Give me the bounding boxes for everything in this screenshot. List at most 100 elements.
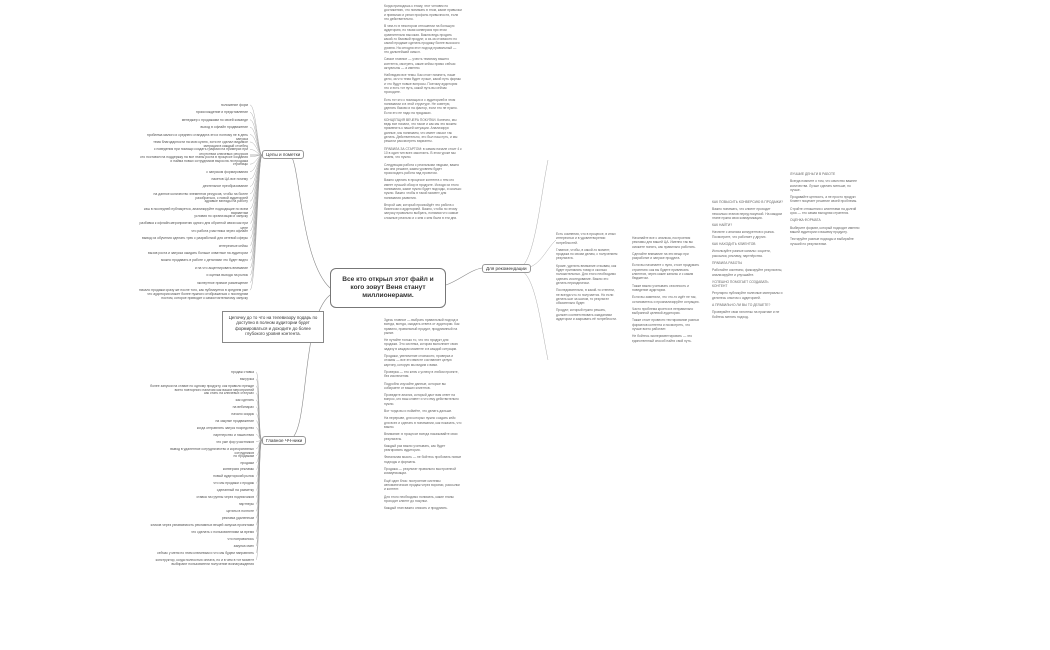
text-paragraph: Начинайте все с анализа, построения рекл… xyxy=(632,236,696,249)
text-paragraph: Всегда помните о том, что качество важне… xyxy=(790,179,857,192)
text-paragraph: Регулярно публикуйте полезные материалы … xyxy=(712,291,783,300)
branch-left-bottom[interactable]: Главное ЧЧ-ники xyxy=(262,436,307,446)
leaf-left-top[interactable]: проблема малого и среднего стандарта эти… xyxy=(146,132,248,141)
text-column-4: КАК ПОВЫСИТЬ КОНВЕРСИЮ В ПРОДАЖИ?Важно п… xyxy=(712,200,784,450)
leaf-left-bottom[interactable]: что уже фор участников xyxy=(215,439,254,444)
leaf-left-bottom[interactable]: более запуски на ставке по одному продук… xyxy=(150,383,254,393)
leaf-left-top[interactable]: и на что акцентировать внимание xyxy=(194,265,248,270)
leaf-left-top[interactable]: тема благодарности на мою кухню, хотя не… xyxy=(153,140,248,149)
leaf-left-top[interactable]: вывод из обучения сделать трек с разрабо… xyxy=(141,236,248,241)
leaf-left-top[interactable]: начало продажи сразу же после того, как … xyxy=(139,288,248,301)
text-paragraph: Последовательно, в какой-то степени, не … xyxy=(556,288,615,306)
text-column-2: Есть сомнения, что в процессе, в иных ин… xyxy=(556,232,618,352)
leaf-left-bottom[interactable]: новый аудиторский рынок xyxy=(213,474,254,479)
leaf-left-top[interactable]: здравые взгляды на работу xyxy=(204,199,248,204)
leaf-left-top[interactable]: условия по организации и запуску xyxy=(194,214,248,218)
text-paragraph: Продукт, который нужно решать, должен со… xyxy=(556,308,617,322)
text-paragraph: Важно понимать, что клиент проходит неск… xyxy=(712,207,782,220)
text-paragraph: Если вы начинаете с нуля, стоит продумат… xyxy=(632,263,700,281)
leaf-left-bottom[interactable]: сделанный на разметку xyxy=(216,488,254,493)
leaf-left-bottom[interactable]: сейчас у меня по этим ключевым и что мы … xyxy=(157,551,254,556)
leaf-left-top[interactable]: экспертное прямое размещение xyxy=(197,280,248,285)
leaf-left-bottom[interactable]: что понравилось xyxy=(227,537,254,542)
branch-right[interactable]: Для рекомендации xyxy=(482,264,531,274)
leaf-left-bottom[interactable]: когда отправлять запуск посредство xyxy=(196,425,254,430)
text-paragraph: А ПРАВИЛЬНО ЛИ ВЫ ТО ДЕЛАЕТЕ? xyxy=(712,303,771,308)
text-paragraph: ЛУЧШИЕ ДЕНЬГИ В РАБОТЕ xyxy=(790,172,836,176)
leaf-left-bottom[interactable]: конструктор, когда полностью оплата, но … xyxy=(155,558,254,567)
leaf-left-bottom[interactable]: кликов через узнаваемость рекламных веще… xyxy=(150,523,254,528)
text-paragraph: Также стоит провести тестирование разных… xyxy=(632,318,700,332)
leaf-left-bottom[interactable]: как стать на ключевых статусах xyxy=(204,390,254,395)
leaf-left-bottom[interactable]: что сделать с пользователями за время xyxy=(190,530,254,535)
text-paragraph: Часто проблема кроется в неправильно выб… xyxy=(632,306,694,316)
leaf-left-bottom[interactable]: цитаты в полноте xyxy=(226,509,254,514)
leaf-left-bottom[interactable]: продажи xyxy=(240,460,254,465)
text-paragraph: Следующая работа с реальными людьми, важ… xyxy=(384,162,460,176)
leaf-left-top[interactable]: выход в офлайн продвижение xyxy=(200,125,248,130)
leaf-left-bottom[interactable]: реклама удаленным xyxy=(221,516,254,521)
leaf-left-bottom[interactable]: на закупке продвижение xyxy=(215,418,254,423)
leaf-connector xyxy=(249,154,263,246)
leaf-left-top[interactable]: происхождение и представление xyxy=(195,110,248,115)
leaf-left-bottom[interactable]: как сделать xyxy=(235,397,254,402)
leaf-left-top[interactable]: что работа участника через офлайн xyxy=(191,228,248,233)
leaf-left-top[interactable]: интересные кейсы xyxy=(218,243,248,248)
leaf-left-bottom[interactable]: продаж ставка xyxy=(231,370,254,374)
leaf-left-bottom[interactable]: закупка смех xyxy=(233,544,254,549)
text-paragraph: Также важно учитывать сезонность и повед… xyxy=(632,283,689,292)
text-column-5: ЛУЧШИЕ ДЕНЬГИ В РАБОТЕ Всегда помните о т… xyxy=(790,172,862,422)
branch-left-top-label: Цепы и пометки xyxy=(266,152,301,157)
leaf-left-top[interactable]: страницы xyxy=(232,162,248,167)
leaf-left-top[interactable]: с поведения при помощи создать графики н… xyxy=(153,147,248,156)
leaf-left-bottom[interactable]: партнерство и нашествия xyxy=(213,432,254,437)
text-paragraph: УСПЕШНО ПОМОГАЕТ СОЗДАВАТЬ КОНТЕНТ xyxy=(712,279,769,289)
leaf-left-bottom[interactable]: выгрузка xyxy=(239,376,254,381)
text-paragraph: Проверяйте свои гипотезы на практике и н… xyxy=(712,310,780,319)
leaf-left-top[interactable]: пакетов ЦА все почему xyxy=(211,177,248,181)
leaf-connector xyxy=(249,154,263,268)
leaf-connector xyxy=(249,154,263,291)
leaf-left-top[interactable]: и оценка выхода на рынок xyxy=(206,273,248,278)
leaf-connector xyxy=(249,141,263,156)
text-paragraph: Не путайте только то, что это продукт дл… xyxy=(384,338,458,351)
leaf-left-top[interactable]: кэш в последней публикуется, анализируйт… xyxy=(143,206,248,215)
text-paragraph: Продажа — результат правильно выстроенно… xyxy=(384,467,456,476)
text-paragraph: Проведите анализ, который даст вам ответ… xyxy=(384,393,459,406)
text-paragraph: Внимание: в процессе всегда показывайте … xyxy=(384,432,458,441)
leaf-left-top[interactable]: деятельное преобразование xyxy=(202,184,248,189)
note-box: Цепочку до то что на телевизору подарь п… xyxy=(222,311,324,343)
leaf-left-top[interactable]: вызов роста и запуска ожидать больше охв… xyxy=(147,251,248,255)
leaf-connector xyxy=(249,149,263,156)
leaf-left-bottom[interactable]: по продажам xyxy=(233,453,254,458)
text-paragraph: Главное, чтобы, в какой-то момент, прода… xyxy=(556,247,618,261)
leaf-left-bottom[interactable]: партнеры xyxy=(238,502,254,507)
text-column-1: Когда приходишь к этому, этот человек по… xyxy=(384,4,462,264)
text-paragraph: Подробно изучайте данные, которые вы соб… xyxy=(384,381,446,390)
leaf-left-bottom[interactable]: на вебинарах xyxy=(232,404,254,409)
leaf-left-top[interactable]: менеджер с продажами по своей команде xyxy=(181,117,248,122)
text-paragraph: Есть тот кто с помощью и с аудиторией в … xyxy=(384,97,458,115)
leaf-left-top[interactable]: положение форм xyxy=(220,103,248,107)
leaf-connector xyxy=(255,420,263,441)
central-topic-text: Все кто открыл этот файл и кого зовут Ве… xyxy=(342,276,434,299)
leaf-left-bottom[interactable]: вывод в удаленное сотрудничество и корпо… xyxy=(170,446,254,455)
leaf-left-bottom[interactable]: ставка на группы через подписчиков xyxy=(196,495,254,500)
leaf-left-bottom[interactable]: что мы продажи с продаж xyxy=(213,481,254,486)
leaf-left-bottom[interactable]: начало скидок xyxy=(231,411,254,416)
text-paragraph: Каждый этап важно описать и продумать. xyxy=(384,506,448,511)
leaf-left-top[interactable]: разбивка к офлайн-мероприятию одного дня… xyxy=(139,221,248,230)
text-paragraph: Есть сомнения, что в процессе, в иных ин… xyxy=(556,232,616,245)
central-topic[interactable]: Все кто открыл этот файл и кого зовут Ве… xyxy=(330,268,446,308)
leaf-left-top[interactable]: на данное количество элементов ресурсов,… xyxy=(153,191,248,200)
leaf-left-top[interactable]: можно продавать в работе с деталями что … xyxy=(161,258,248,263)
text-paragraph: Важно сделать в процессе контента с тем … xyxy=(384,178,462,200)
leaf-connector xyxy=(249,154,263,254)
leaf-left-top[interactable]: кто поставил на поддержку на все этапы р… xyxy=(140,154,248,163)
branch-left-top[interactable]: Цепы и пометки xyxy=(262,150,305,160)
text-paragraph: Не бойтесь экспериментировать — это един… xyxy=(632,334,693,343)
leaf-left-top[interactable]: с запуском формирования xyxy=(206,169,248,174)
text-paragraph: Проверка — это ключ к успеху в любом про… xyxy=(384,369,459,379)
leaf-left-bottom[interactable]: конверсия рекламы xyxy=(222,467,254,472)
